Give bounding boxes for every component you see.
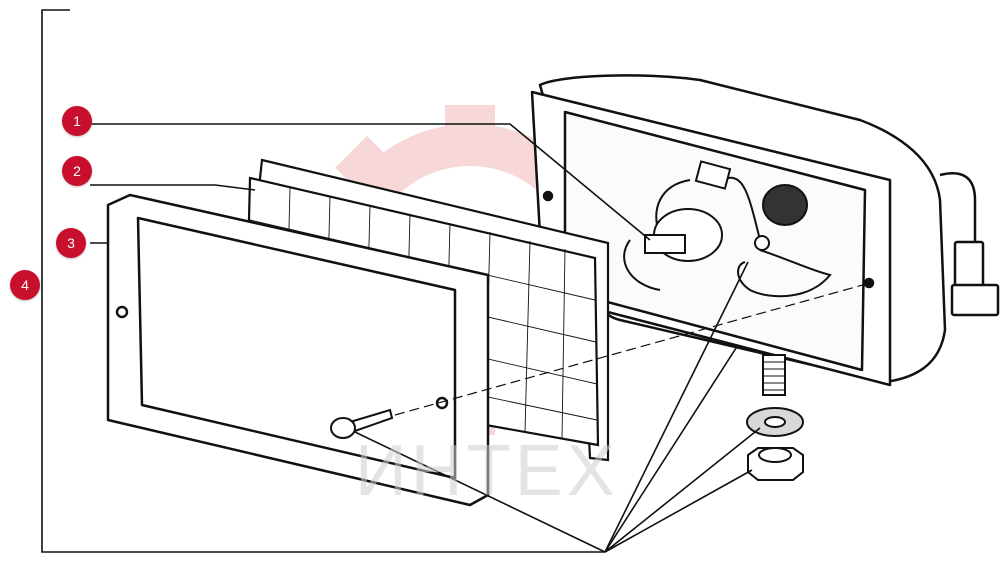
watermark-text: ИНТЕХ (355, 431, 619, 511)
callout-marker-4[interactable]: 4 (10, 270, 40, 300)
callout-marker-1[interactable]: 1 (62, 106, 92, 136)
screw (330, 408, 394, 439)
callout-marker-3[interactable]: 3 (56, 228, 86, 258)
assembly-bracket (41, 9, 605, 553)
callout-marker-2[interactable]: 2 (62, 156, 92, 186)
bulb-and-wiring (623, 160, 832, 298)
front-bezel (106, 193, 490, 507)
alignment-line (394, 282, 871, 416)
leader-lines (90, 123, 761, 553)
mounting-hardware (746, 354, 804, 481)
